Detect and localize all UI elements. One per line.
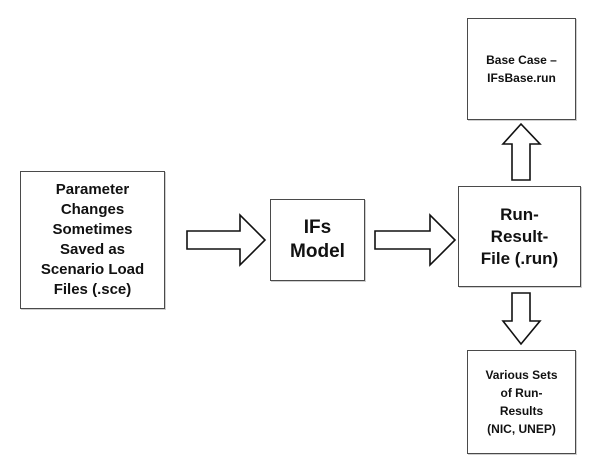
ifs-model-box: IFs Model — [270, 199, 365, 281]
run-result-file-box: Run- Result- File (.run) — [458, 186, 581, 287]
run-result-file-label: Run- Result- File (.run) — [480, 204, 559, 268]
parameter-changes-box: Parameter Changes Sometimes Saved as Sce… — [20, 171, 165, 309]
ifs-model-label: IFs Model — [290, 217, 345, 262]
various-sets-label: Various Sets of Run- Results (NIC, UNEP) — [485, 368, 558, 436]
base-case-label: Base Case – IFsBase.run — [486, 53, 557, 85]
arrow-up-run-to-base — [501, 122, 542, 181]
arrow-right-params-to-model — [186, 213, 267, 267]
arrow-right-model-to-run — [374, 213, 457, 267]
base-case-box: Base Case – IFsBase.run — [467, 18, 576, 120]
arrow-down-run-to-various — [501, 292, 542, 346]
various-sets-box: Various Sets of Run- Results (NIC, UNEP) — [467, 350, 576, 454]
parameter-changes-label: Parameter Changes Sometimes Saved as Sce… — [40, 181, 145, 298]
